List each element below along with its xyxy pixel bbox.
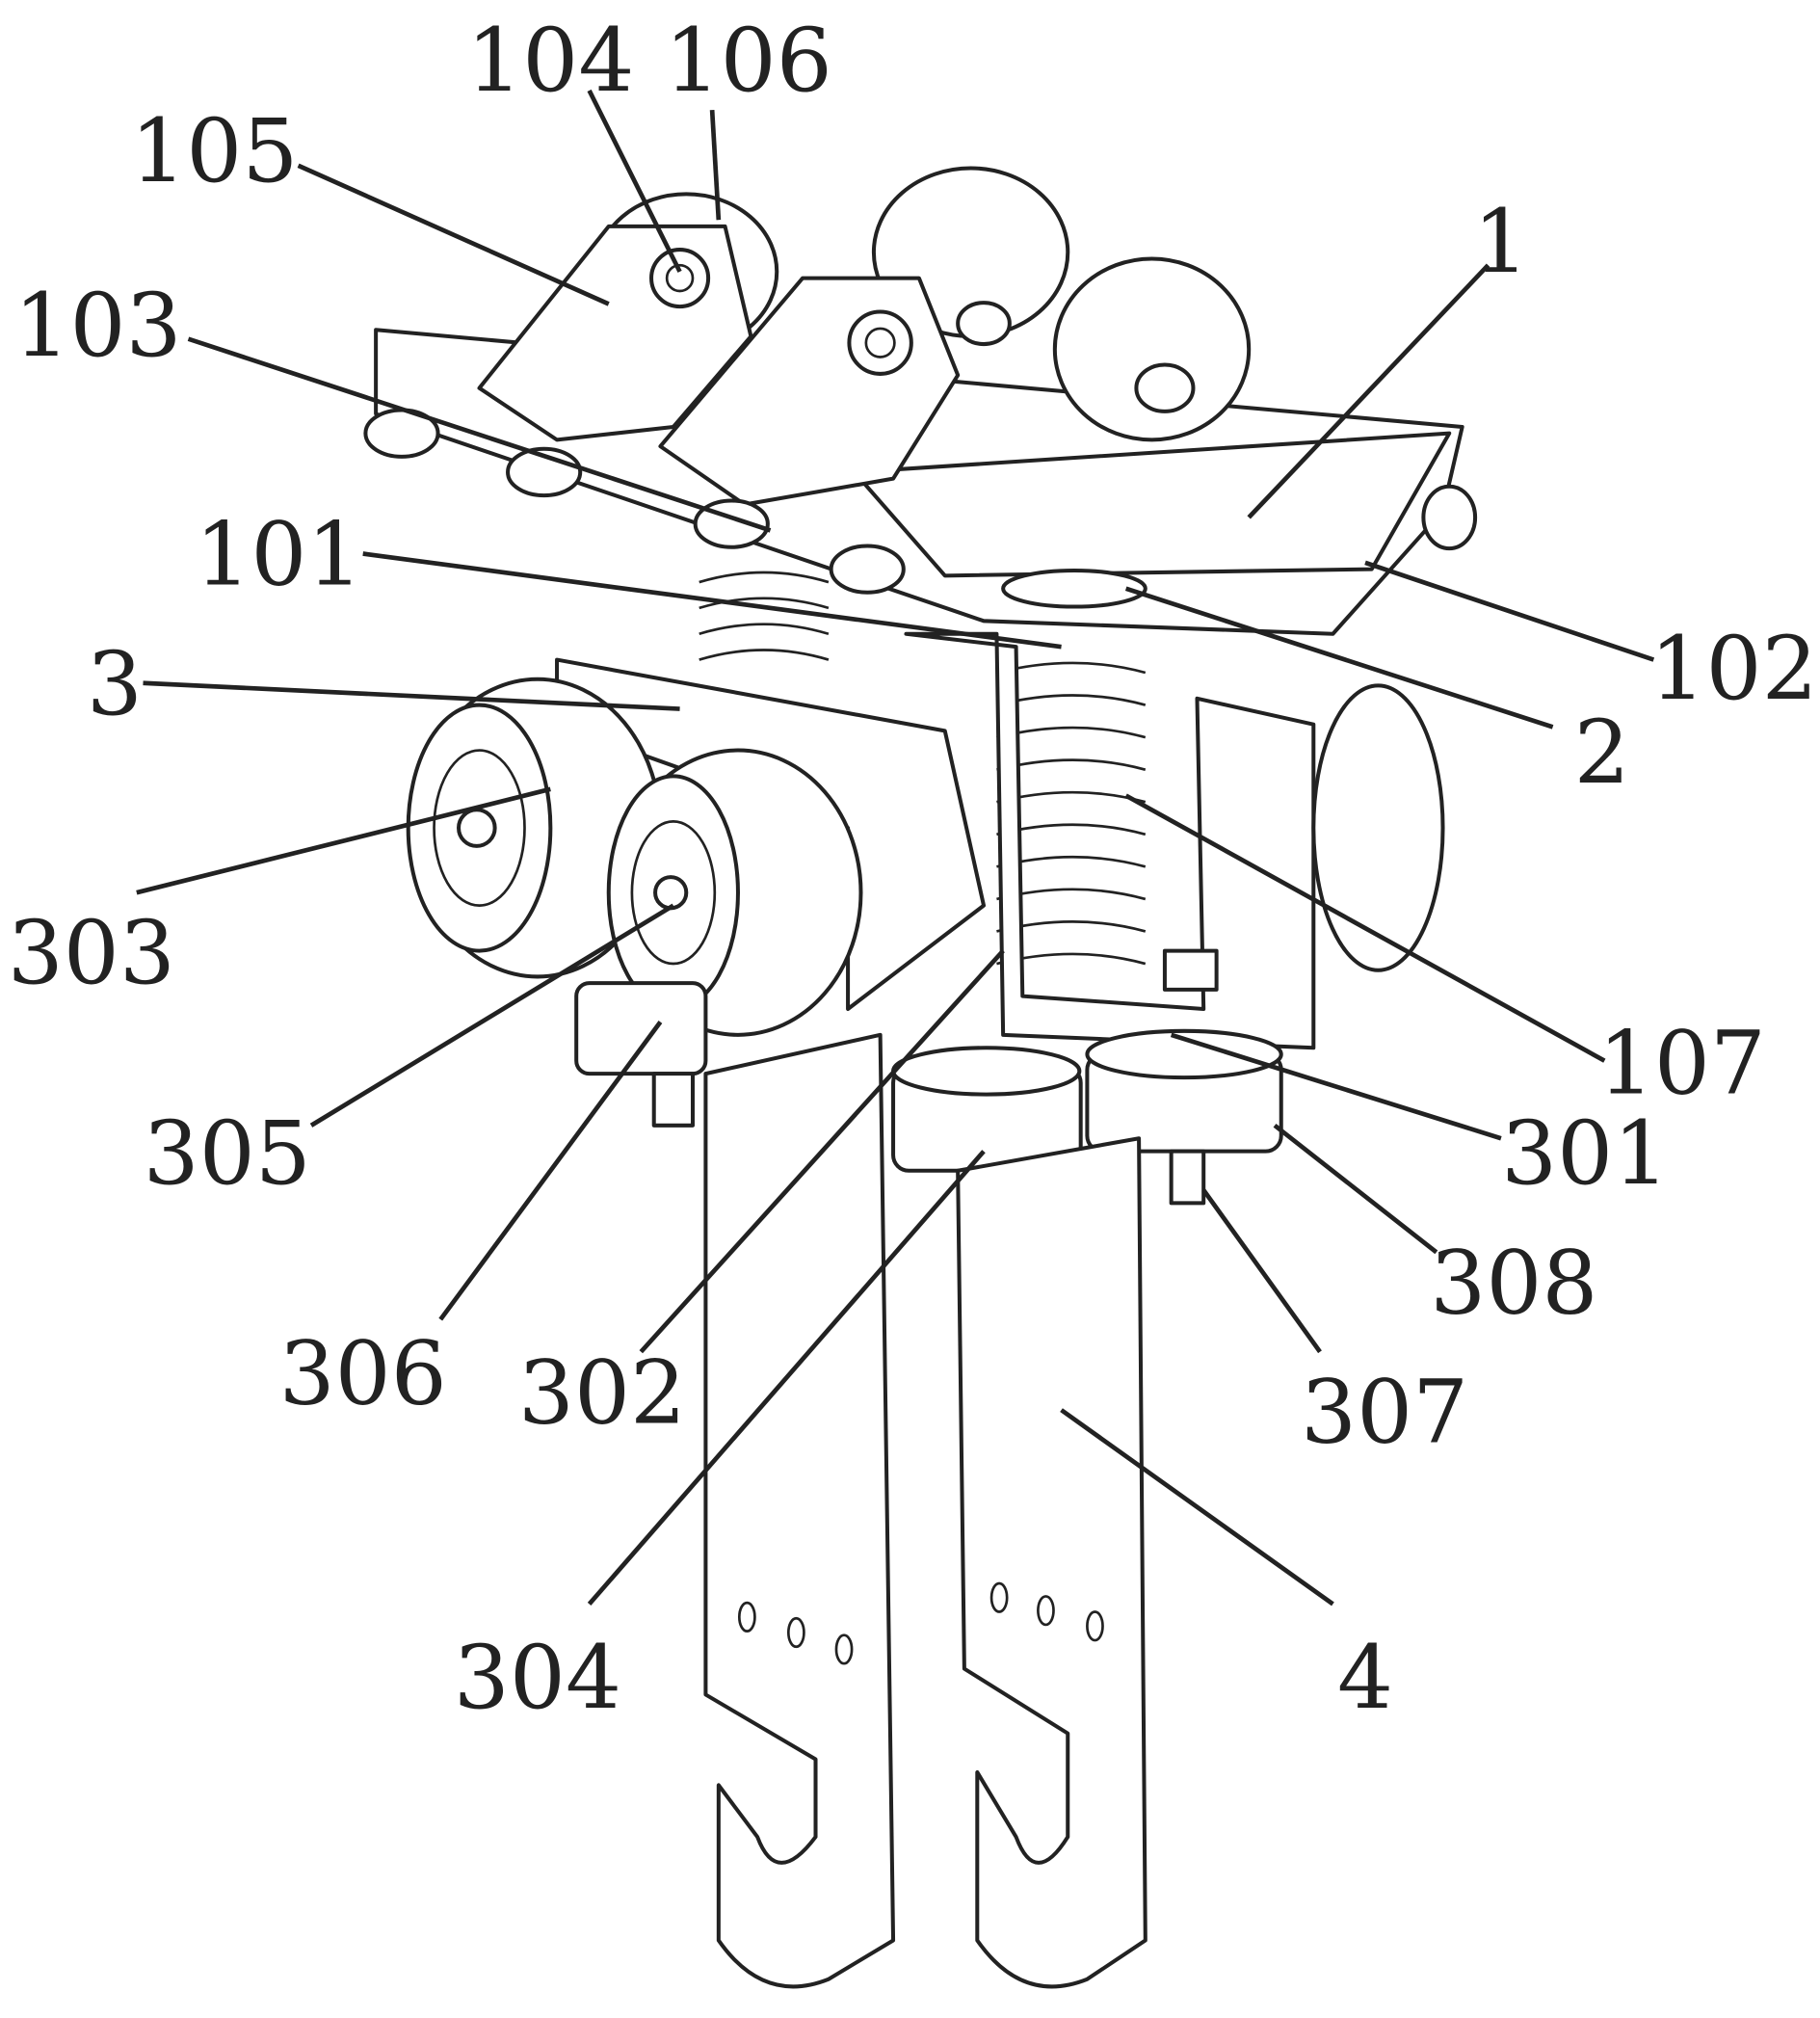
- label-3: 3: [87, 632, 143, 735]
- label-305: 305: [144, 1102, 311, 1205]
- lower-rollers: [574, 981, 1283, 1225]
- carriage-frame: [555, 631, 1316, 1050]
- side-wheels: [406, 677, 1445, 1037]
- label-303: 303: [8, 901, 175, 1004]
- label-308: 308: [1430, 1231, 1597, 1334]
- label-105: 105: [130, 99, 298, 202]
- springs: [699, 568, 1147, 966]
- hanger-hooks: [703, 1032, 1147, 1989]
- label-302: 302: [518, 1341, 686, 1445]
- label-103: 103: [13, 274, 181, 377]
- leader-lines: [136, 89, 1655, 1606]
- label-107: 107: [1598, 1011, 1766, 1114]
- reference-labels: 104 106 105 1 103 101 3 102 2 303 107 30…: [8, 9, 1818, 1729]
- label-101: 101: [195, 503, 362, 606]
- label-2: 2: [1574, 701, 1630, 804]
- label-301: 301: [1501, 1102, 1669, 1205]
- label-307: 307: [1301, 1361, 1468, 1464]
- label-4: 4: [1337, 1626, 1393, 1729]
- label-106: 106: [665, 9, 832, 112]
- label-104: 104: [466, 9, 634, 112]
- label-306: 306: [279, 1321, 447, 1424]
- label-102: 102: [1649, 617, 1817, 720]
- wheel-brackets: [477, 224, 961, 507]
- label-1: 1: [1473, 190, 1529, 293]
- label-304: 304: [454, 1626, 621, 1729]
